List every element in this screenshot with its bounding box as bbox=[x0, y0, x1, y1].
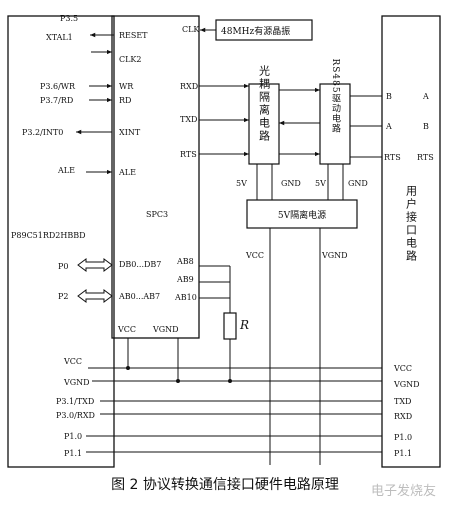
mcu-pin-p10: P1.0 bbox=[64, 432, 82, 441]
mcu-pin-vgnd: VGND bbox=[63, 378, 90, 387]
spc3-pin-vgnd: VGND bbox=[152, 325, 179, 334]
spc3-pin-clk: CLK bbox=[182, 25, 200, 34]
mcu-block bbox=[7, 15, 115, 468]
spc3-pin-ale: ALE bbox=[118, 168, 136, 177]
resistor bbox=[223, 312, 237, 340]
mcu-pin-p36: P3.6/WR bbox=[40, 82, 76, 91]
ui-pin-p10: P1.0 bbox=[394, 433, 412, 442]
optocoupler-label: 光耦隔离电路 bbox=[258, 64, 271, 143]
rs485-5v: 5V bbox=[315, 179, 326, 188]
figure-caption: 图 2 协议转换通信接口硬件电路原理 bbox=[111, 477, 339, 493]
mcu-pin-ale: ALE bbox=[57, 166, 75, 175]
ui-pin-rxd: RXD bbox=[394, 412, 412, 421]
spc3-name: SPC3 bbox=[146, 210, 168, 219]
ui-b-out: B bbox=[423, 122, 429, 131]
spc3-pin-clk2: CLK2 bbox=[119, 55, 142, 64]
ui-a-in: A bbox=[385, 122, 392, 131]
watermark: 电子发烧友 bbox=[370, 484, 436, 499]
mcu-pin-p32: P3.2/INT0 bbox=[22, 128, 63, 137]
spc3-pin-vcc: VCC bbox=[117, 325, 136, 334]
ui-pin-vcc: VCC bbox=[393, 364, 412, 373]
spc3-pin-rd: RD bbox=[119, 96, 131, 105]
mcu-pin-p2: P2 bbox=[58, 292, 68, 301]
spc3-pin-rts: RTS bbox=[180, 150, 197, 159]
spc3-pin-ab9: AB9 bbox=[176, 275, 194, 284]
power-vgnd-label: VGND bbox=[321, 251, 348, 260]
optocoupler-gnd: GND bbox=[281, 179, 301, 188]
mcu-pin-xtal1: XTAL1 bbox=[46, 33, 73, 42]
user-interface-block bbox=[381, 15, 441, 468]
mcu-pin-vcc: VCC bbox=[63, 357, 82, 366]
ui-pin-p11: P1.1 bbox=[394, 449, 412, 458]
mcu-pin-p30: P3.0/RXD bbox=[56, 411, 95, 420]
oscillator-label: 48MHz有源晶振 bbox=[221, 25, 290, 37]
power-block bbox=[246, 199, 358, 229]
rs485-gnd: GND bbox=[348, 179, 368, 188]
mcu-pin-p0: P0 bbox=[58, 262, 68, 271]
ui-rts-in: RTS bbox=[384, 153, 401, 162]
mcu-pin-p31: P3.1/TXD bbox=[56, 397, 94, 406]
spc3-pin-ab: AB0...AB7 bbox=[118, 292, 160, 301]
power-label: 5V隔离电源 bbox=[278, 209, 326, 221]
spc3-pin-reset: RESET bbox=[119, 31, 148, 40]
spc3-pin-db: DB0...DB7 bbox=[119, 260, 161, 269]
ui-pin-txd: TXD bbox=[394, 397, 411, 406]
spc3-pin-txd: TXD bbox=[180, 115, 197, 124]
spc3-block bbox=[111, 15, 200, 339]
spc3-pin-xint: XINT bbox=[119, 128, 141, 137]
mcu-pin-p11: P1.1 bbox=[64, 449, 82, 458]
spc3-pin-ab8: AB8 bbox=[176, 257, 194, 266]
rs485-block bbox=[319, 83, 351, 165]
mcu-pin-p37: P3.7/RD bbox=[40, 96, 73, 105]
ui-rts-out: RTS bbox=[417, 153, 434, 162]
resistor-label: R bbox=[239, 318, 249, 332]
rs485-label: RS485驱动电路 bbox=[330, 58, 341, 133]
power-vcc-label: VCC bbox=[245, 251, 264, 260]
optocoupler-5v: 5V bbox=[236, 179, 247, 188]
ui-a-out: A bbox=[422, 92, 429, 101]
spc3-pin-ab10: AB10 bbox=[174, 293, 197, 302]
ui-b-in: B bbox=[386, 92, 392, 101]
spc3-pin-wr: WR bbox=[119, 82, 134, 91]
spc3-pin-rxd: RXD bbox=[180, 82, 198, 91]
ui-label: 用户接口电路 bbox=[405, 185, 418, 263]
mcu-pin-p35: P3.5 bbox=[60, 14, 78, 23]
mcu-name: P89C51RD2HBBD bbox=[11, 231, 86, 240]
ui-pin-vgnd: VGND bbox=[393, 380, 420, 389]
